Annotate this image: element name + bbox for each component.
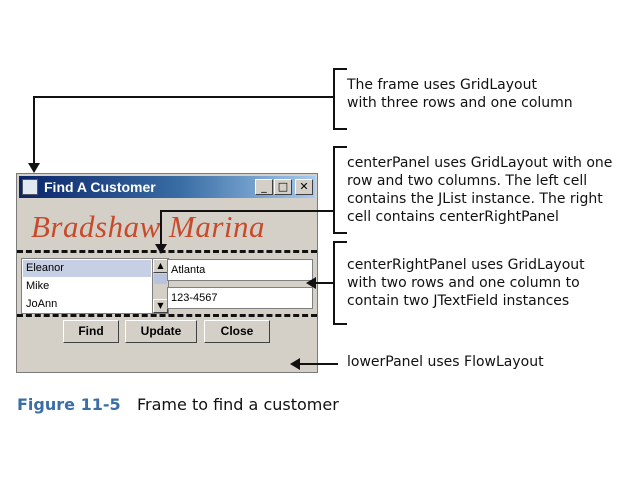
center-panel-note-line: row and two columns. The left cell xyxy=(347,173,588,189)
lower-panel-note: lowerPanel uses FlowLayout xyxy=(347,354,544,370)
panel-divider-top xyxy=(17,250,317,253)
frame-arrow-icon xyxy=(28,163,40,173)
center-right-note-line: with two rows and one column to xyxy=(347,275,580,291)
customer-list[interactable]: Eleanor Mike JoAnn xyxy=(21,258,153,314)
frame-pointer-drop xyxy=(33,96,35,164)
frame-pointer-line xyxy=(33,96,333,98)
center-panel-pointer-line xyxy=(160,210,333,212)
minimize-button[interactable]: _ xyxy=(255,179,273,195)
list-item[interactable]: JoAnn xyxy=(26,298,58,310)
center-right-note-line: centerRightPanel uses GridLayout xyxy=(347,257,585,273)
window-title-bar[interactable]: Find A Customer _ □ ✕ xyxy=(19,176,315,198)
lower-panel-pointer-line xyxy=(300,363,338,365)
brand-logo-text: Bradshaw Marina xyxy=(31,209,265,244)
center-panel-note-line: centerPanel uses GridLayout with one xyxy=(347,155,613,171)
panel-divider-bottom xyxy=(17,314,317,317)
center-right-panel-bracket xyxy=(333,241,347,325)
center-panel-note-line: cell contains centerRightPanel xyxy=(347,209,559,225)
scroll-down-icon[interactable]: ▼ xyxy=(153,299,168,313)
list-item[interactable]: Eleanor xyxy=(23,260,151,277)
center-panel-pointer-drop xyxy=(160,210,162,245)
center-panel-note-line: contains the JList instance. The right xyxy=(347,191,603,207)
phone-field[interactable]: 123-4567 xyxy=(167,287,313,309)
update-button[interactable]: Update xyxy=(125,320,197,343)
center-right-note-line: contain two JTextField instances xyxy=(347,293,570,309)
java-app-icon xyxy=(22,179,38,195)
window-title: Find A Customer xyxy=(44,179,156,195)
find-customer-window: Find A Customer _ □ ✕ Bradshaw Marina El… xyxy=(16,173,318,373)
frame-note-line: The frame uses GridLayout xyxy=(347,77,537,93)
figure-number: Figure 11-5 xyxy=(17,395,121,414)
center-right-pointer-line xyxy=(316,282,333,284)
center-right-arrow-icon xyxy=(306,277,316,289)
list-item[interactable]: Mike xyxy=(26,280,50,292)
figure-caption: Frame to find a customer xyxy=(137,395,339,414)
frame-note-line: with three rows and one column xyxy=(347,95,573,111)
scroll-thumb[interactable] xyxy=(154,274,167,284)
center-panel-arrow-icon xyxy=(155,244,167,254)
close-button[interactable]: Close xyxy=(204,320,270,343)
scroll-up-icon[interactable]: ▲ xyxy=(153,259,168,273)
maximize-button[interactable]: □ xyxy=(274,179,292,195)
lower-panel-arrow-icon xyxy=(290,358,300,370)
close-window-button[interactable]: ✕ xyxy=(295,179,313,195)
frame-bracket xyxy=(333,68,347,130)
city-field[interactable]: Atlanta xyxy=(167,259,313,281)
find-button[interactable]: Find xyxy=(63,320,119,343)
center-panel-bracket xyxy=(333,146,347,234)
